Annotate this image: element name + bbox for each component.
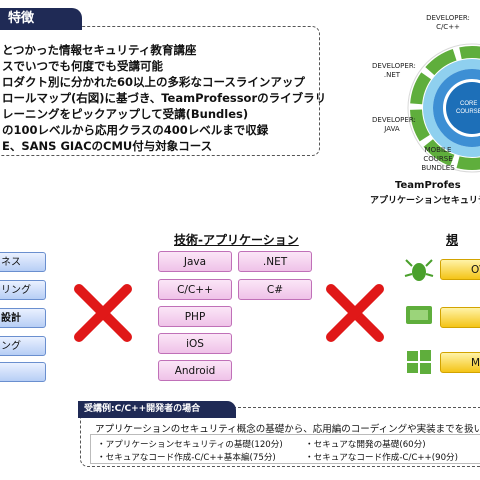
windows-logo-icon [407, 350, 431, 374]
business-item-2: リング [0, 280, 46, 300]
example-course-2: ・セキュアなコード作成-C/C++基本編(75分) [97, 453, 276, 463]
standard-item-1: OV [440, 259, 480, 280]
wheel-caption-title: TeamProfes [395, 180, 461, 191]
example-course-3: ・セキュアな開発の基礎(60分) [305, 440, 426, 450]
role-label-java: DEVELOPER:JAVA [372, 116, 416, 133]
tech-item-php: PHP [158, 306, 232, 327]
role-map-wheel: CORE COURSES [407, 43, 480, 173]
feature-line-2: スでいつでも何度でも受講可能 [2, 59, 163, 73]
cross-mark-left [74, 284, 132, 342]
tech-item-android: Android [158, 360, 232, 381]
wasp-logo-icon [404, 259, 434, 281]
wheel-caption-subtitle: アプリケーションセキュリティの [370, 196, 480, 206]
role-label-dotnet: DEVELOPER:.NET [372, 62, 416, 79]
tech-item-csharp: C# [238, 279, 312, 300]
feature-line-5: レーニングをピックアップして受講(Bundles) [2, 107, 249, 121]
feature-line-3: ロダクト別に分かれた60以上の多彩なコースラインアップ [2, 75, 305, 89]
feature-line-7: E、SANS GIACのCMU付与対象コース [2, 139, 213, 153]
feature-line-4: ロールマップ(右図)に基づき、TeamProfessorのライブラリ [2, 91, 327, 105]
example-panel [80, 407, 480, 467]
features-tab: 特徴 [0, 8, 82, 30]
example-tab: 受講例:C/C++開発者の場合 [78, 401, 236, 418]
standard-item-2 [440, 307, 480, 328]
tech-item-dotnet: .NET [238, 251, 312, 272]
example-course-4: ・セキュアなコード作成-C/C++(90分) [305, 453, 458, 463]
tech-item-ios: iOS [158, 333, 232, 354]
business-item-1: ネス [0, 252, 46, 272]
standard-item-3: M [440, 352, 480, 373]
tech-section-title: 技術-アプリケーション [174, 233, 299, 247]
features-panel [0, 26, 320, 156]
business-item-4: ング [0, 336, 46, 356]
feature-line-6: の100レベルから応用クラスの400レベルまで収録 [2, 123, 269, 137]
example-course-1: ・アプリケーションセキュリティの基礎(120分) [97, 440, 283, 450]
certificate-logo-icon [406, 306, 432, 324]
cross-mark-right [326, 284, 384, 342]
example-course-list: ・アプリケーションセキュリティの基礎(120分) ・セキュアなコード作成-C/C… [90, 434, 480, 464]
core-label-line1: CORE [460, 101, 477, 107]
standards-section-title: 規 [446, 233, 459, 247]
example-description: アプリケーションのセキュリティ概念の基礎から、応用編のコーディングや実装までを扱… [95, 424, 480, 435]
core-label-line2: COURSES [456, 109, 480, 115]
business-item-3: 設計 [0, 308, 46, 328]
tech-item-java: Java [158, 251, 232, 272]
feature-line-1: とつかった情報セキュリティ教育講座 [2, 43, 197, 57]
business-item-5 [0, 362, 46, 382]
tech-item-cpp: C/C++ [158, 279, 232, 300]
role-label-cpp: DEVELOPER:C/C++ [426, 14, 470, 31]
